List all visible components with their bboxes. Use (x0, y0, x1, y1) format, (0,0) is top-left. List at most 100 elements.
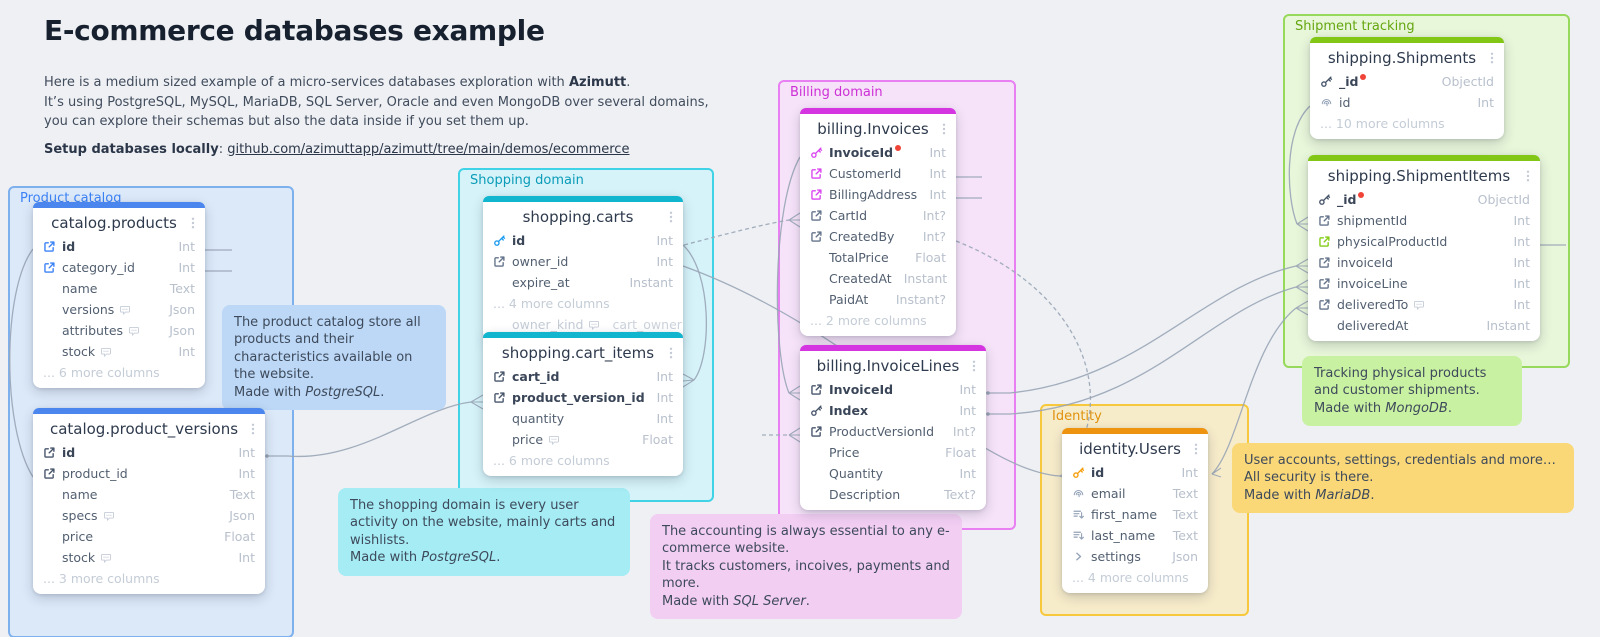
table-menu-icon[interactable] (1189, 441, 1203, 455)
table-header[interactable]: identity.Users (1062, 434, 1208, 462)
more-columns-row[interactable]: ... 6 more columns (483, 450, 683, 471)
more-columns-row[interactable]: ... 4 more columns (1062, 567, 1208, 588)
note-shopping[interactable]: The shopping domain is every user activi… (338, 488, 630, 576)
more-columns-row[interactable]: ... 10 more columns (1310, 113, 1504, 134)
table-menu-icon[interactable] (186, 215, 200, 229)
column-name: Description (829, 487, 901, 502)
table-header[interactable]: catalog.products (33, 208, 205, 236)
note-billing[interactable]: The accounting is always essential to an… (650, 514, 962, 620)
group-label-identity[interactable]: Identity (1052, 409, 1102, 424)
group-label-billing-domain[interactable]: Billing domain (790, 85, 883, 100)
table-header[interactable]: shipping.ShipmentItems (1308, 161, 1540, 189)
note-product-catalog[interactable]: The product catalog store all products a… (222, 305, 446, 411)
column-name: deliveredTo (1337, 297, 1409, 312)
table-header[interactable]: billing.Invoices (800, 114, 956, 142)
note-suffix: . (496, 550, 501, 566)
column-type: Json (169, 302, 195, 317)
group-label-shipment-tracking[interactable]: Shipment tracking (1295, 19, 1415, 34)
table-menu-icon[interactable] (664, 209, 678, 223)
table-header[interactable]: shopping.carts (483, 202, 683, 230)
table-menu-icon[interactable] (1485, 50, 1499, 64)
column-type: Int (929, 145, 946, 160)
group-label-shopping-domain[interactable]: Shopping domain (470, 173, 584, 188)
more-columns-row[interactable]: ... 2 more columns (800, 310, 956, 331)
comment-icon (100, 552, 112, 564)
note-identity[interactable]: User accounts, settings, credentials and… (1232, 443, 1574, 514)
table-menu-icon[interactable] (967, 358, 981, 372)
table-menu-icon[interactable] (664, 345, 678, 359)
database-name: MariaDB (1315, 487, 1371, 503)
table-header[interactable]: shipping.Shipments (1310, 43, 1504, 71)
table-menu-icon[interactable] (246, 421, 260, 435)
table-header[interactable]: billing.InvoiceLines (800, 351, 986, 379)
setup-link[interactable]: github.com/azimuttapp/azimutt/tree/main/… (227, 141, 630, 157)
column-type: Int (959, 403, 976, 418)
more-columns-row[interactable]: ... 6 more columns (33, 362, 205, 383)
table-menu-icon[interactable] (937, 121, 951, 135)
more-columns-row[interactable]: ... 3 more columns (33, 568, 265, 589)
table-menu-icon[interactable] (1521, 168, 1535, 182)
note-shipment[interactable]: Tracking physical products and customer … (1302, 356, 1522, 427)
table-header[interactable]: shopping.cart_items (483, 338, 683, 366)
table-header[interactable]: catalog.product_versions (33, 414, 265, 442)
more-columns-row[interactable]: ... 4 more columns (483, 293, 683, 314)
